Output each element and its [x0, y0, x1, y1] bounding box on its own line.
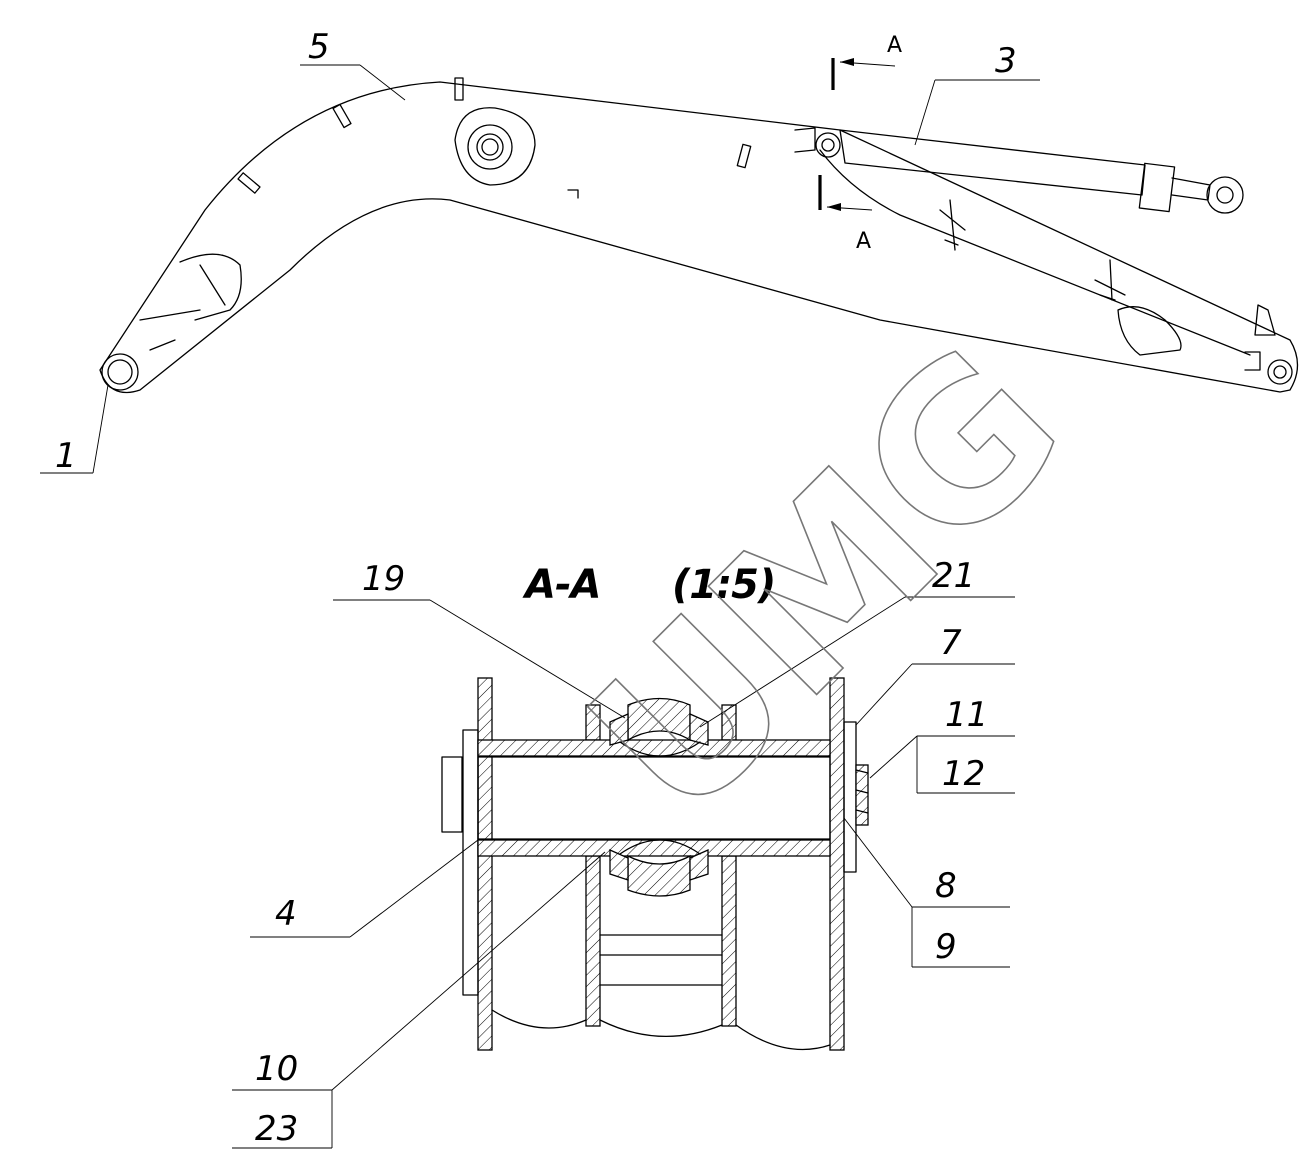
svg-text:7: 7 [940, 623, 962, 663]
section-mark-a-top: A [887, 33, 902, 58]
watermark: UMG [545, 301, 1108, 864]
callout-8-9: 8 9 [843, 817, 1010, 968]
svg-text:10: 10 [255, 1049, 298, 1089]
section-mark-a-bottom: A [856, 229, 871, 254]
section-scale: (1:5) [672, 562, 775, 608]
svg-text:9: 9 [935, 927, 957, 967]
callout-21: 21 [699, 556, 1015, 728]
pipe-clamps [939, 199, 1276, 336]
svg-text:21: 21 [932, 556, 975, 596]
svg-text:3: 3 [995, 41, 1017, 81]
svg-text:11: 11 [945, 695, 988, 735]
callout-1: 1 [40, 384, 109, 476]
callout-11-12: 11 12 [869, 695, 1015, 794]
hydraulic-cylinder [794, 127, 1244, 214]
svg-text:5: 5 [308, 27, 330, 67]
callout-7: 7 [855, 623, 1015, 726]
callout-4: 4 [250, 839, 479, 938]
svg-text:12: 12 [942, 754, 985, 794]
callout-3: 3 [914, 41, 1040, 146]
pin-4 [441, 756, 831, 840]
callout-19: 19 [333, 559, 626, 719]
svg-text:1: 1 [55, 436, 77, 476]
svg-text:8: 8 [935, 866, 957, 906]
section-view-a-a: A-A (1:5) [232, 556, 1015, 1149]
boom-foot-pin [101, 353, 139, 391]
boom-end-pin [1117, 306, 1293, 385]
boom-center-pivot [454, 107, 536, 186]
callout-10-23: 10 23 [232, 851, 606, 1149]
section-cut-marks: A A [818, 33, 902, 254]
callout-5: 5 [300, 27, 406, 101]
svg-text:19: 19 [362, 559, 405, 599]
section-title: A-A [522, 562, 601, 608]
svg-text:4: 4 [275, 894, 297, 934]
boom-view: A A 1 5 3 [40, 27, 1299, 476]
svg-text:23: 23 [255, 1109, 298, 1149]
